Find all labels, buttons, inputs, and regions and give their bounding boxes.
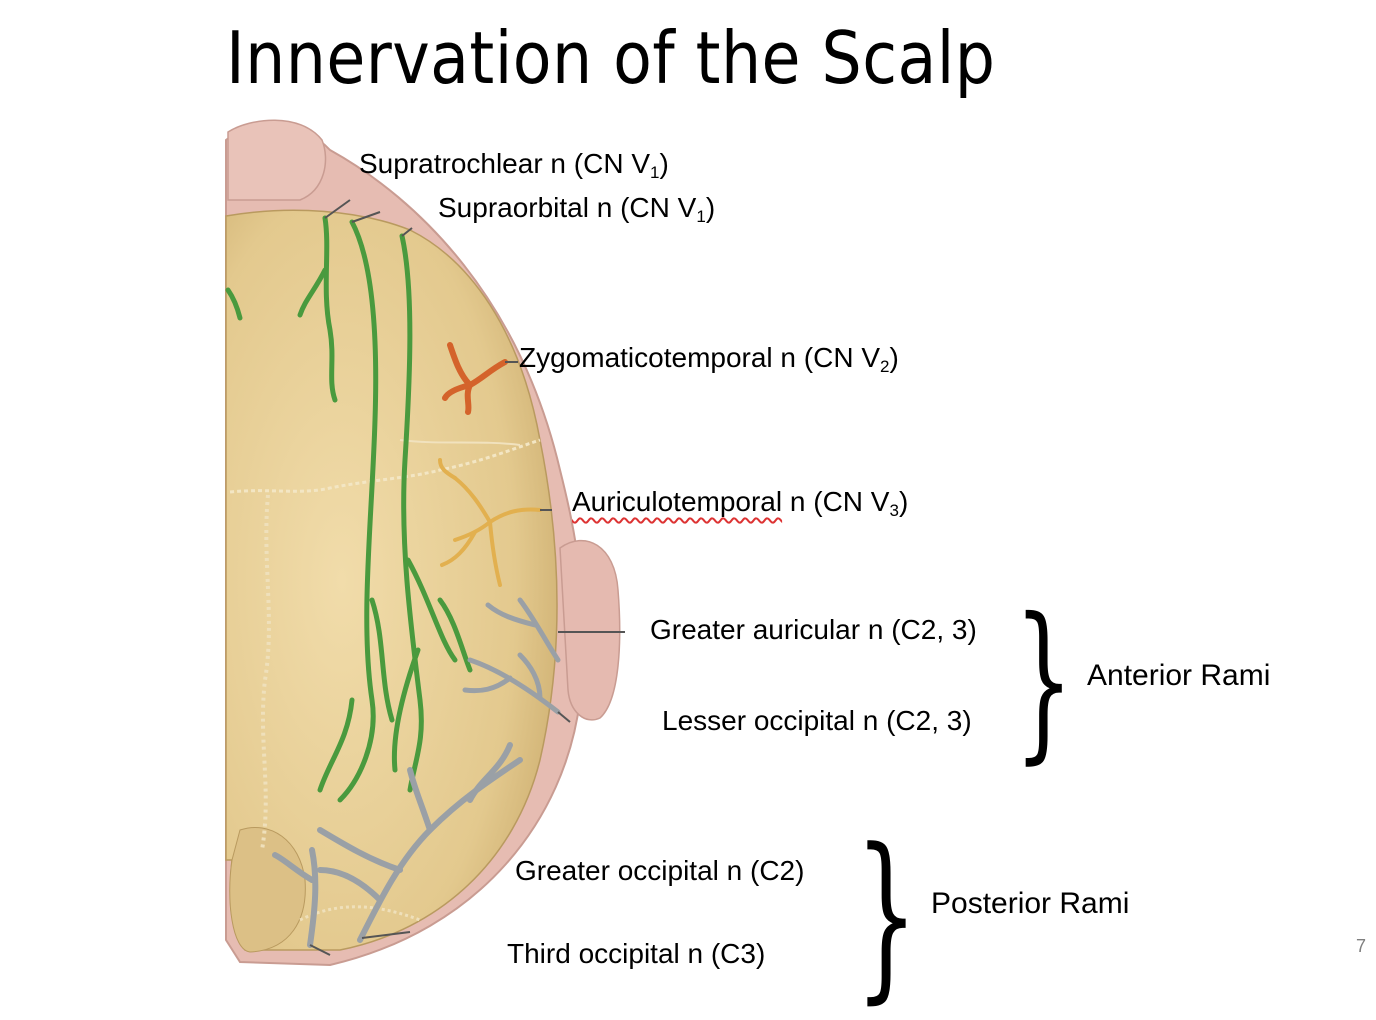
auriculotemporal-subscript: 3	[889, 501, 899, 520]
supratrochlear-nerve	[225, 215, 338, 403]
supratrochlear-subscript: 1	[650, 163, 660, 182]
label-supratrochlear: Supratrochlear n (CN V1)	[359, 148, 669, 183]
auriculotemporal-word: Auriculotemporal	[572, 486, 783, 517]
frontal-ridge	[399, 439, 521, 446]
label-greater-occipital: Greater occipital n (C2)	[515, 855, 805, 886]
anterior-brace: }	[1014, 582, 1074, 780]
ear	[559, 539, 621, 721]
label-greater-auricular: Greater auricular n (C2, 3)	[650, 614, 977, 645]
posterior-rami-label: Posterior Rami	[931, 887, 1130, 920]
label-zygomaticotemporal: Zygomaticotemporal n (CN V2)	[519, 342, 899, 377]
slide-title: Innervation of the Scalp	[226, 16, 996, 100]
zygomaticotemporal-subscript: 2	[880, 357, 890, 376]
zygomaticotemporal-name: Zygomaticotemporal n (CN V	[519, 342, 881, 373]
sagittal-suture	[260, 494, 271, 851]
supratrochlear-close: )	[659, 148, 669, 179]
supraorbital-subscript: 1	[696, 207, 706, 226]
page-number: 7	[1355, 936, 1366, 956]
cervical-posterior-nerves	[272, 742, 523, 948]
supraorbital-name: Supraorbital n (CN V	[438, 192, 697, 223]
scalp-illustration	[225, 119, 625, 967]
label-auriculotemporal: Auriculotemporal n (CN V3)	[572, 486, 908, 521]
occipital-region	[229, 826, 306, 953]
leader-lines	[309, 199, 625, 956]
auriculotemporal-name: n (CN V	[782, 486, 890, 517]
nose-bump	[227, 119, 327, 201]
zygomaticotemporal-close: )	[889, 342, 899, 373]
label-lesser-occipital: Lesser occipital n (C2, 3)	[662, 705, 972, 736]
supraorbital-close: )	[705, 192, 716, 223]
cervical-anterior-nerves	[462, 597, 561, 715]
zygomaticotemporal-nerve	[442, 342, 508, 415]
anterior-rami-label: Anterior Rami	[1087, 659, 1271, 692]
auriculotemporal-close: )	[898, 486, 909, 517]
coronal-suture	[229, 438, 541, 494]
supratrochlear-name: Supratrochlear n (CN V	[359, 148, 651, 179]
posterior-brace: }	[855, 811, 918, 1020]
supraorbital-nerve	[317, 219, 473, 803]
label-supraorbital: Supraorbital n (CN V1)	[438, 192, 715, 227]
label-third-occipital: Third occipital n (C3)	[507, 938, 766, 969]
auriculotemporal-nerve	[438, 458, 542, 587]
